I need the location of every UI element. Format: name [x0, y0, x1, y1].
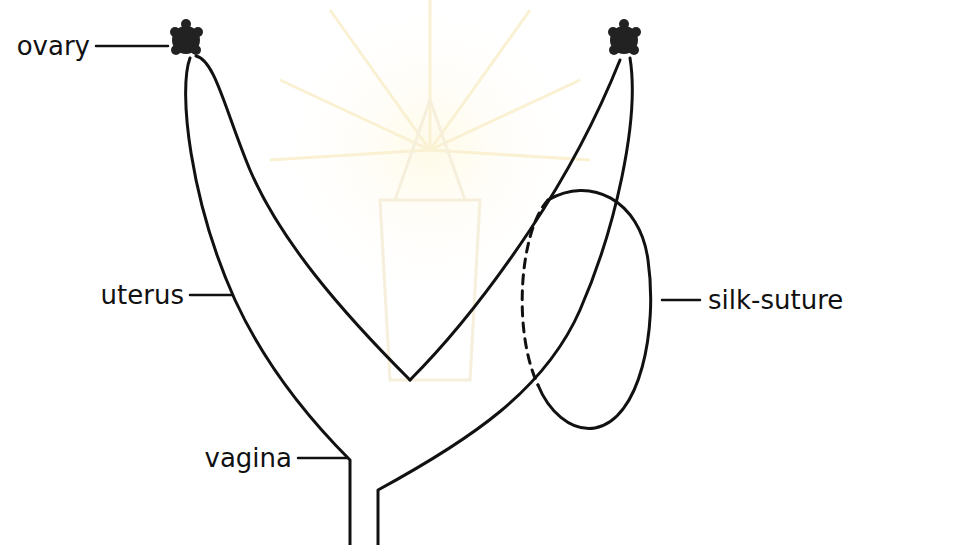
uterus-outline	[410, 60, 620, 380]
leader-line	[662, 299, 700, 302]
uterus-label: uterus	[101, 281, 184, 310]
ovary-symbol	[170, 19, 203, 55]
vagina-label: vagina	[205, 444, 292, 473]
suture-label: silk-suture	[708, 286, 843, 315]
ovary-symbol	[608, 19, 641, 55]
uterus-outline	[196, 56, 410, 380]
suture-loop-hidden	[522, 200, 548, 385]
leader-line	[190, 294, 232, 297]
suture-loop	[538, 190, 651, 428]
ovary-label: ovary	[17, 32, 90, 61]
uterus-outline	[378, 58, 632, 545]
uterus-outline	[186, 58, 350, 545]
leader-line	[298, 457, 347, 460]
watermark	[270, 0, 590, 380]
leader-line	[96, 45, 168, 48]
